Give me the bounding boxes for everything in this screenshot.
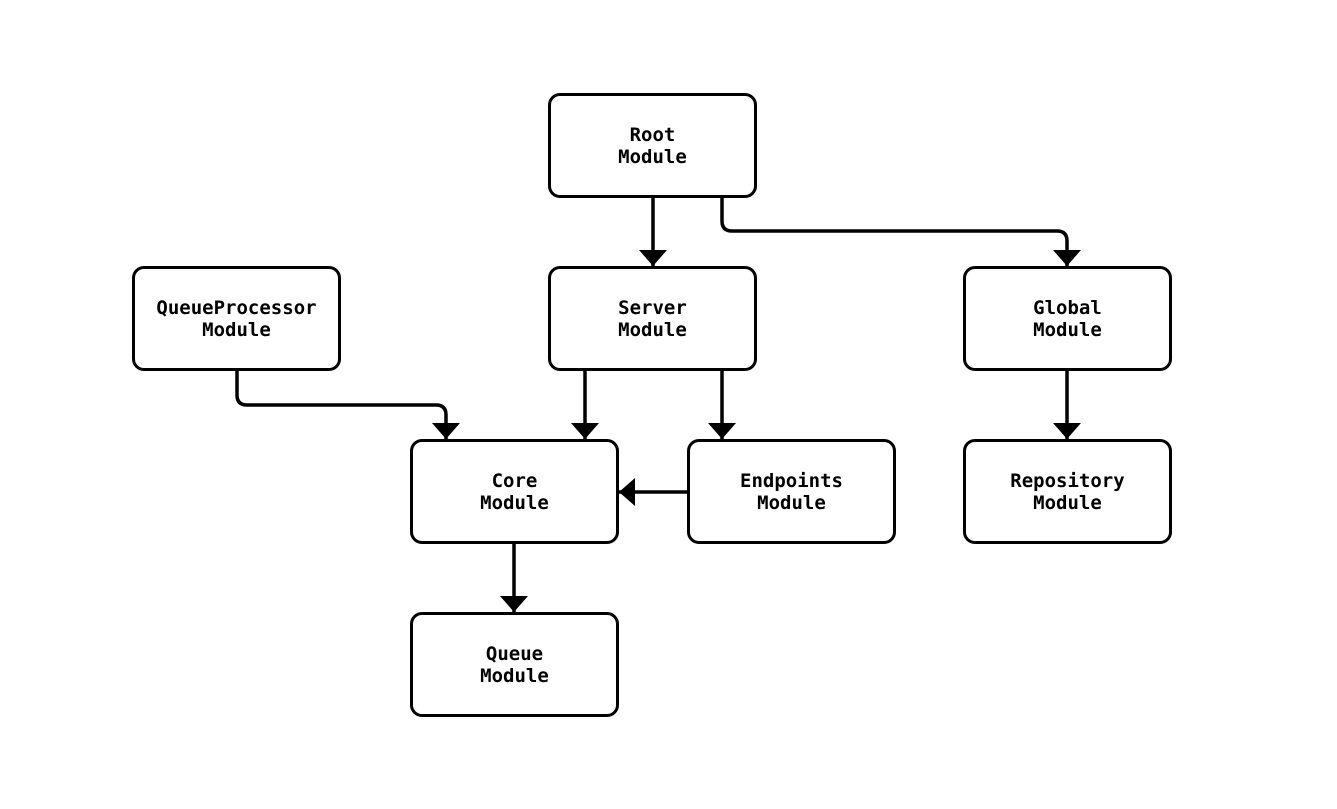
edge-root-to-global xyxy=(720,198,1081,266)
node-server-module: Server Module xyxy=(548,266,757,371)
node-global-module: Global Module xyxy=(963,266,1172,371)
node-label-line2: Module xyxy=(480,491,549,514)
node-label-line1: Root xyxy=(629,123,676,146)
node-label-line1: Endpoints xyxy=(740,469,843,492)
node-label-line1: QueueProcessor xyxy=(156,296,317,319)
node-label-line2: Module xyxy=(202,318,271,341)
node-root-module: Root Module xyxy=(548,93,757,198)
node-label-line2: Module xyxy=(1033,491,1102,514)
node-label-line2: Module xyxy=(1033,318,1102,341)
node-label-line2: Module xyxy=(757,491,826,514)
node-queue-module: Queue Module xyxy=(410,612,619,717)
node-label-line2: Module xyxy=(480,664,549,687)
node-label-line2: Module xyxy=(618,145,687,168)
node-core-module: Core Module xyxy=(410,439,619,544)
node-label-line1: Core xyxy=(491,469,538,492)
node-label-line1: Repository xyxy=(1010,469,1125,492)
node-label-line1: Global xyxy=(1033,296,1102,319)
node-queueprocessor-module: QueueProcessor Module xyxy=(132,266,341,371)
node-label-line1: Queue xyxy=(485,642,544,665)
node-endpoints-module: Endpoints Module xyxy=(687,439,896,544)
node-label-line2: Module xyxy=(618,318,687,341)
node-repository-module: Repository Module xyxy=(963,439,1172,544)
node-label-line1: Server xyxy=(618,296,687,319)
edge-queueprocessor-to-core xyxy=(235,371,460,439)
